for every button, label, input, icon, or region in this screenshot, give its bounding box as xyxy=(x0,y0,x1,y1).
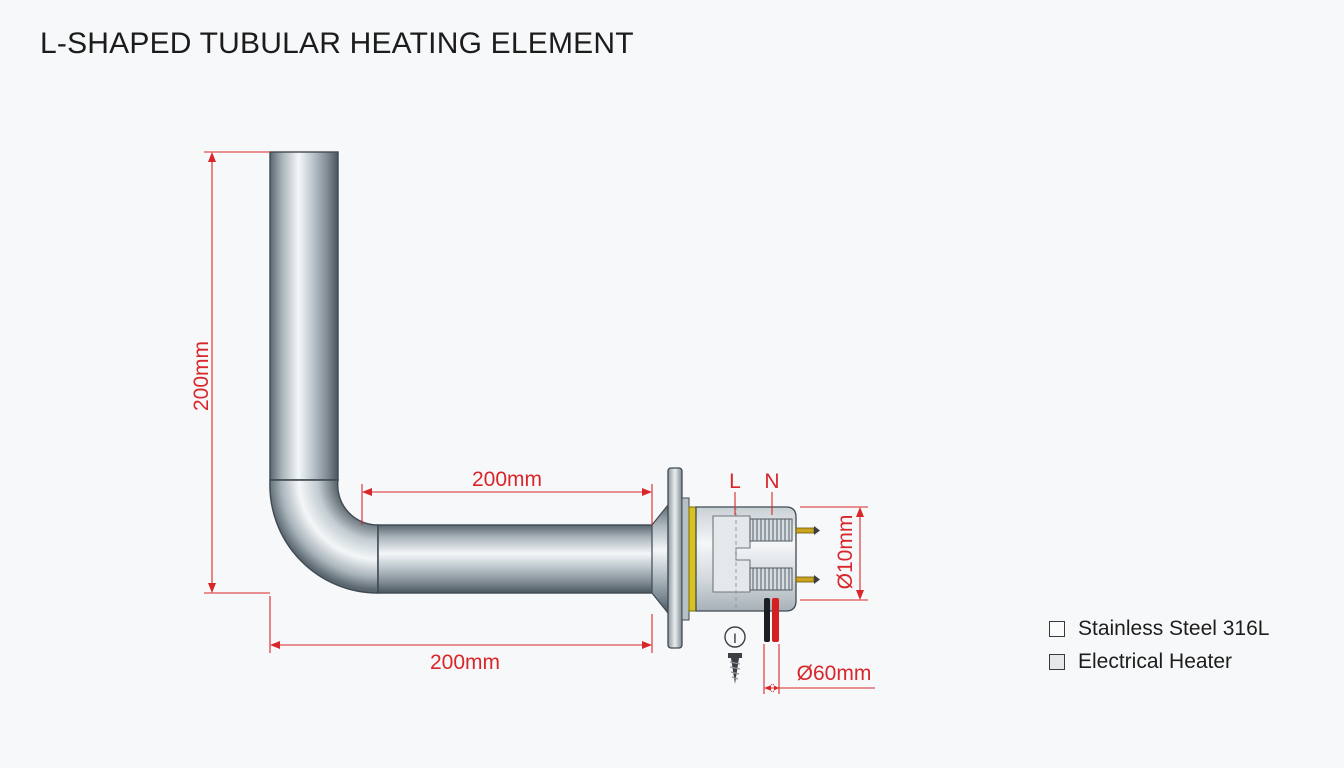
legend-item-electrical-heater: Electrical Heater xyxy=(1049,645,1269,678)
legend-swatch xyxy=(1049,653,1065,670)
legend-item-stainless-steel: Stainless Steel 316L xyxy=(1049,612,1269,645)
neutral-terminal-label: N xyxy=(764,470,779,493)
live-terminal-label: L xyxy=(729,470,741,493)
ground-label: I xyxy=(733,630,737,646)
wire-live xyxy=(772,598,779,642)
vertical-tube-section xyxy=(269,151,339,481)
dimension-lines xyxy=(204,151,875,694)
diagram-title: L-SHAPED TUBULAR HEATING ELEMENT xyxy=(40,27,634,60)
tube xyxy=(269,151,669,615)
legend-label: Electrical Heater xyxy=(1078,649,1233,673)
sealing-gasket xyxy=(688,506,697,612)
horizontal-tube-section xyxy=(377,524,659,594)
legend-swatch xyxy=(1049,620,1065,637)
terminal-pin-lower xyxy=(795,576,815,583)
tube-bend xyxy=(269,479,379,594)
vertical-length-label: 200mm xyxy=(190,341,213,411)
terminal-head: I xyxy=(667,467,820,684)
ground-symbol xyxy=(724,626,746,648)
terminal-diameter-label: Ø10mm xyxy=(834,515,857,590)
legend: Stainless Steel 316L Electrical Heater xyxy=(1049,612,1269,678)
inner-horizontal-label: 200mm xyxy=(472,468,542,491)
legend-label: Stainless Steel 316L xyxy=(1078,616,1270,640)
threaded-stud-upper xyxy=(749,518,793,542)
terminal-pin-upper xyxy=(795,527,815,534)
mounting-flange xyxy=(667,467,683,649)
wire-neutral xyxy=(764,598,770,642)
screw-icon xyxy=(728,653,742,684)
threaded-stud-lower xyxy=(749,567,793,591)
outer-horizontal-label: 200mm xyxy=(430,651,500,674)
flange-diameter-label: Ø60mm xyxy=(797,662,872,685)
